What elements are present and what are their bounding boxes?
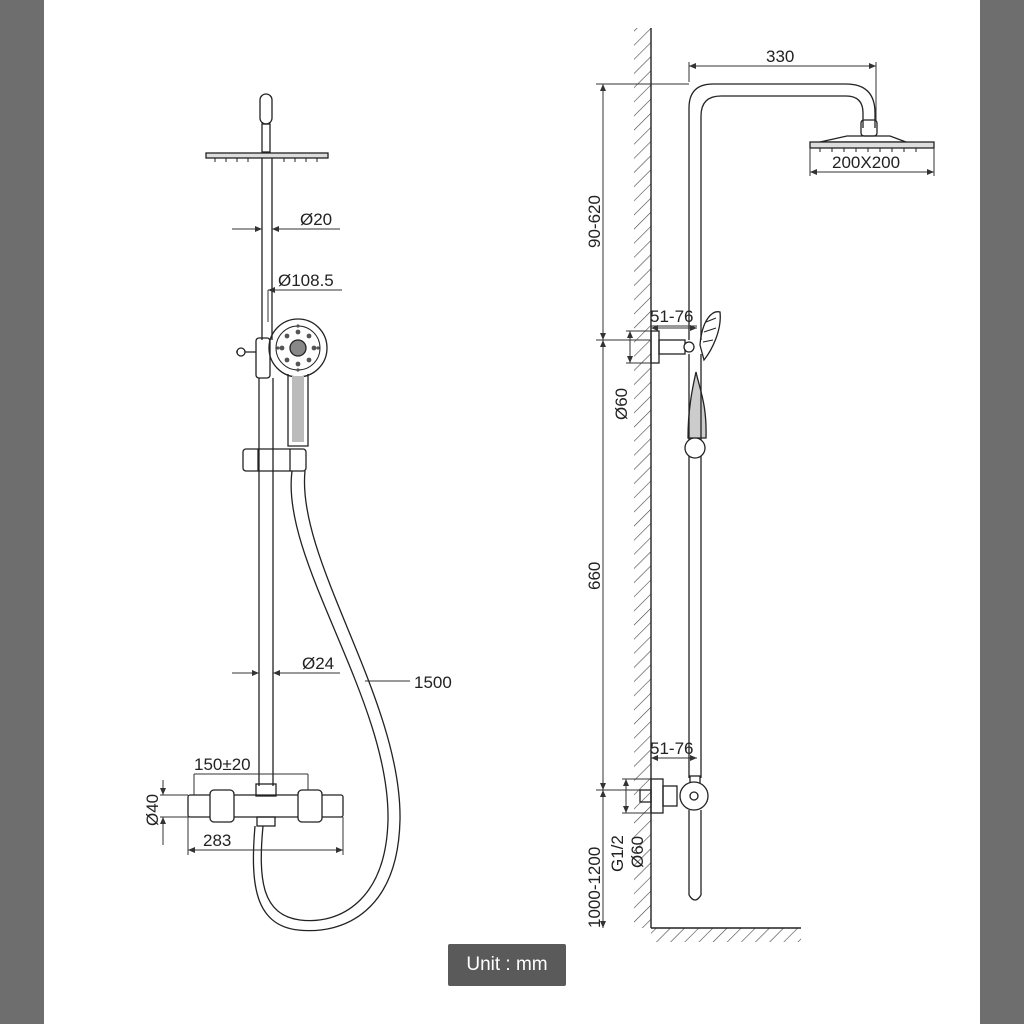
side-bracket-arm [658, 339, 686, 355]
side-rain-head [809, 141, 935, 149]
dim-handshower-diameter: Ø108.5 [278, 271, 334, 290]
side-riser-inner [700, 95, 864, 340]
dim-body-diameter: Ø40 [143, 794, 162, 826]
right-border-bar [980, 0, 1024, 1024]
dim-install-height: 1000-1200 [585, 847, 604, 928]
side-valve-handle [679, 781, 709, 811]
wall-hatch [634, 28, 651, 928]
dim-body-width: 283 [203, 831, 231, 850]
dim-valve-depth: 51-76 [650, 739, 693, 758]
front-dimension-labels: Ø20 Ø108.5 Ø24 1500 150±20 Ø40 283 [143, 210, 452, 850]
front-hose-inner [252, 470, 401, 932]
front-dimensions [160, 226, 410, 855]
front-slide-holder [242, 448, 307, 472]
unit-badge: Unit : mm [448, 944, 566, 986]
front-mixer-handle-left [209, 789, 235, 823]
side-dimension-labels: 330 200X200 90-620 51-76 Ø60 660 51-76 G… [585, 47, 900, 928]
side-dimensions [596, 62, 935, 928]
front-handshower-holes [276, 324, 320, 372]
side-valve-body [662, 785, 678, 807]
front-view [187, 93, 401, 932]
side-bracket-knob [683, 341, 695, 353]
side-head-neck [819, 135, 907, 143]
front-mixer-bottom-outlet [256, 816, 276, 827]
side-handshower-handle [687, 371, 707, 439]
dim-valve-diameter: Ø60 [628, 836, 647, 868]
front-rain-head [205, 152, 329, 159]
front-diverter [255, 337, 271, 379]
dim-thread: G1/2 [608, 835, 627, 872]
front-top-connector [261, 123, 271, 153]
dim-arm-length: 330 [766, 47, 794, 66]
dim-pipe-bottom-diameter: Ø24 [302, 654, 334, 673]
side-bracket-flange [650, 330, 660, 364]
front-hose-outer [260, 470, 389, 922]
dim-inlet-spacing: 150±20 [194, 755, 251, 774]
front-mixer-handle-right [297, 789, 323, 823]
side-thread [639, 789, 652, 803]
side-slide-holder [684, 437, 706, 459]
front-mixer-top-outlet [255, 783, 277, 797]
front-rain-nozzles [214, 158, 318, 162]
side-view [639, 83, 935, 901]
dim-bracket-diameter: Ø60 [612, 388, 631, 420]
floor-hatch [651, 928, 801, 942]
dim-pipe-top-diameter: Ø20 [300, 210, 332, 229]
dim-upper-height: 90-620 [585, 195, 604, 248]
front-handshower-handle [287, 374, 309, 447]
dim-hose-length: 1500 [414, 673, 452, 692]
dim-bracket-depth: 51-76 [650, 307, 693, 326]
dim-middle-height: 660 [585, 562, 604, 590]
side-handshower-head [699, 311, 721, 362]
side-riser-outer [688, 83, 876, 340]
dim-head-size: 200X200 [832, 153, 900, 172]
side-valve-flange [650, 778, 664, 814]
side-rain-nozzles [819, 148, 917, 152]
front-top-cap [259, 93, 273, 125]
left-border-bar [0, 0, 44, 1024]
